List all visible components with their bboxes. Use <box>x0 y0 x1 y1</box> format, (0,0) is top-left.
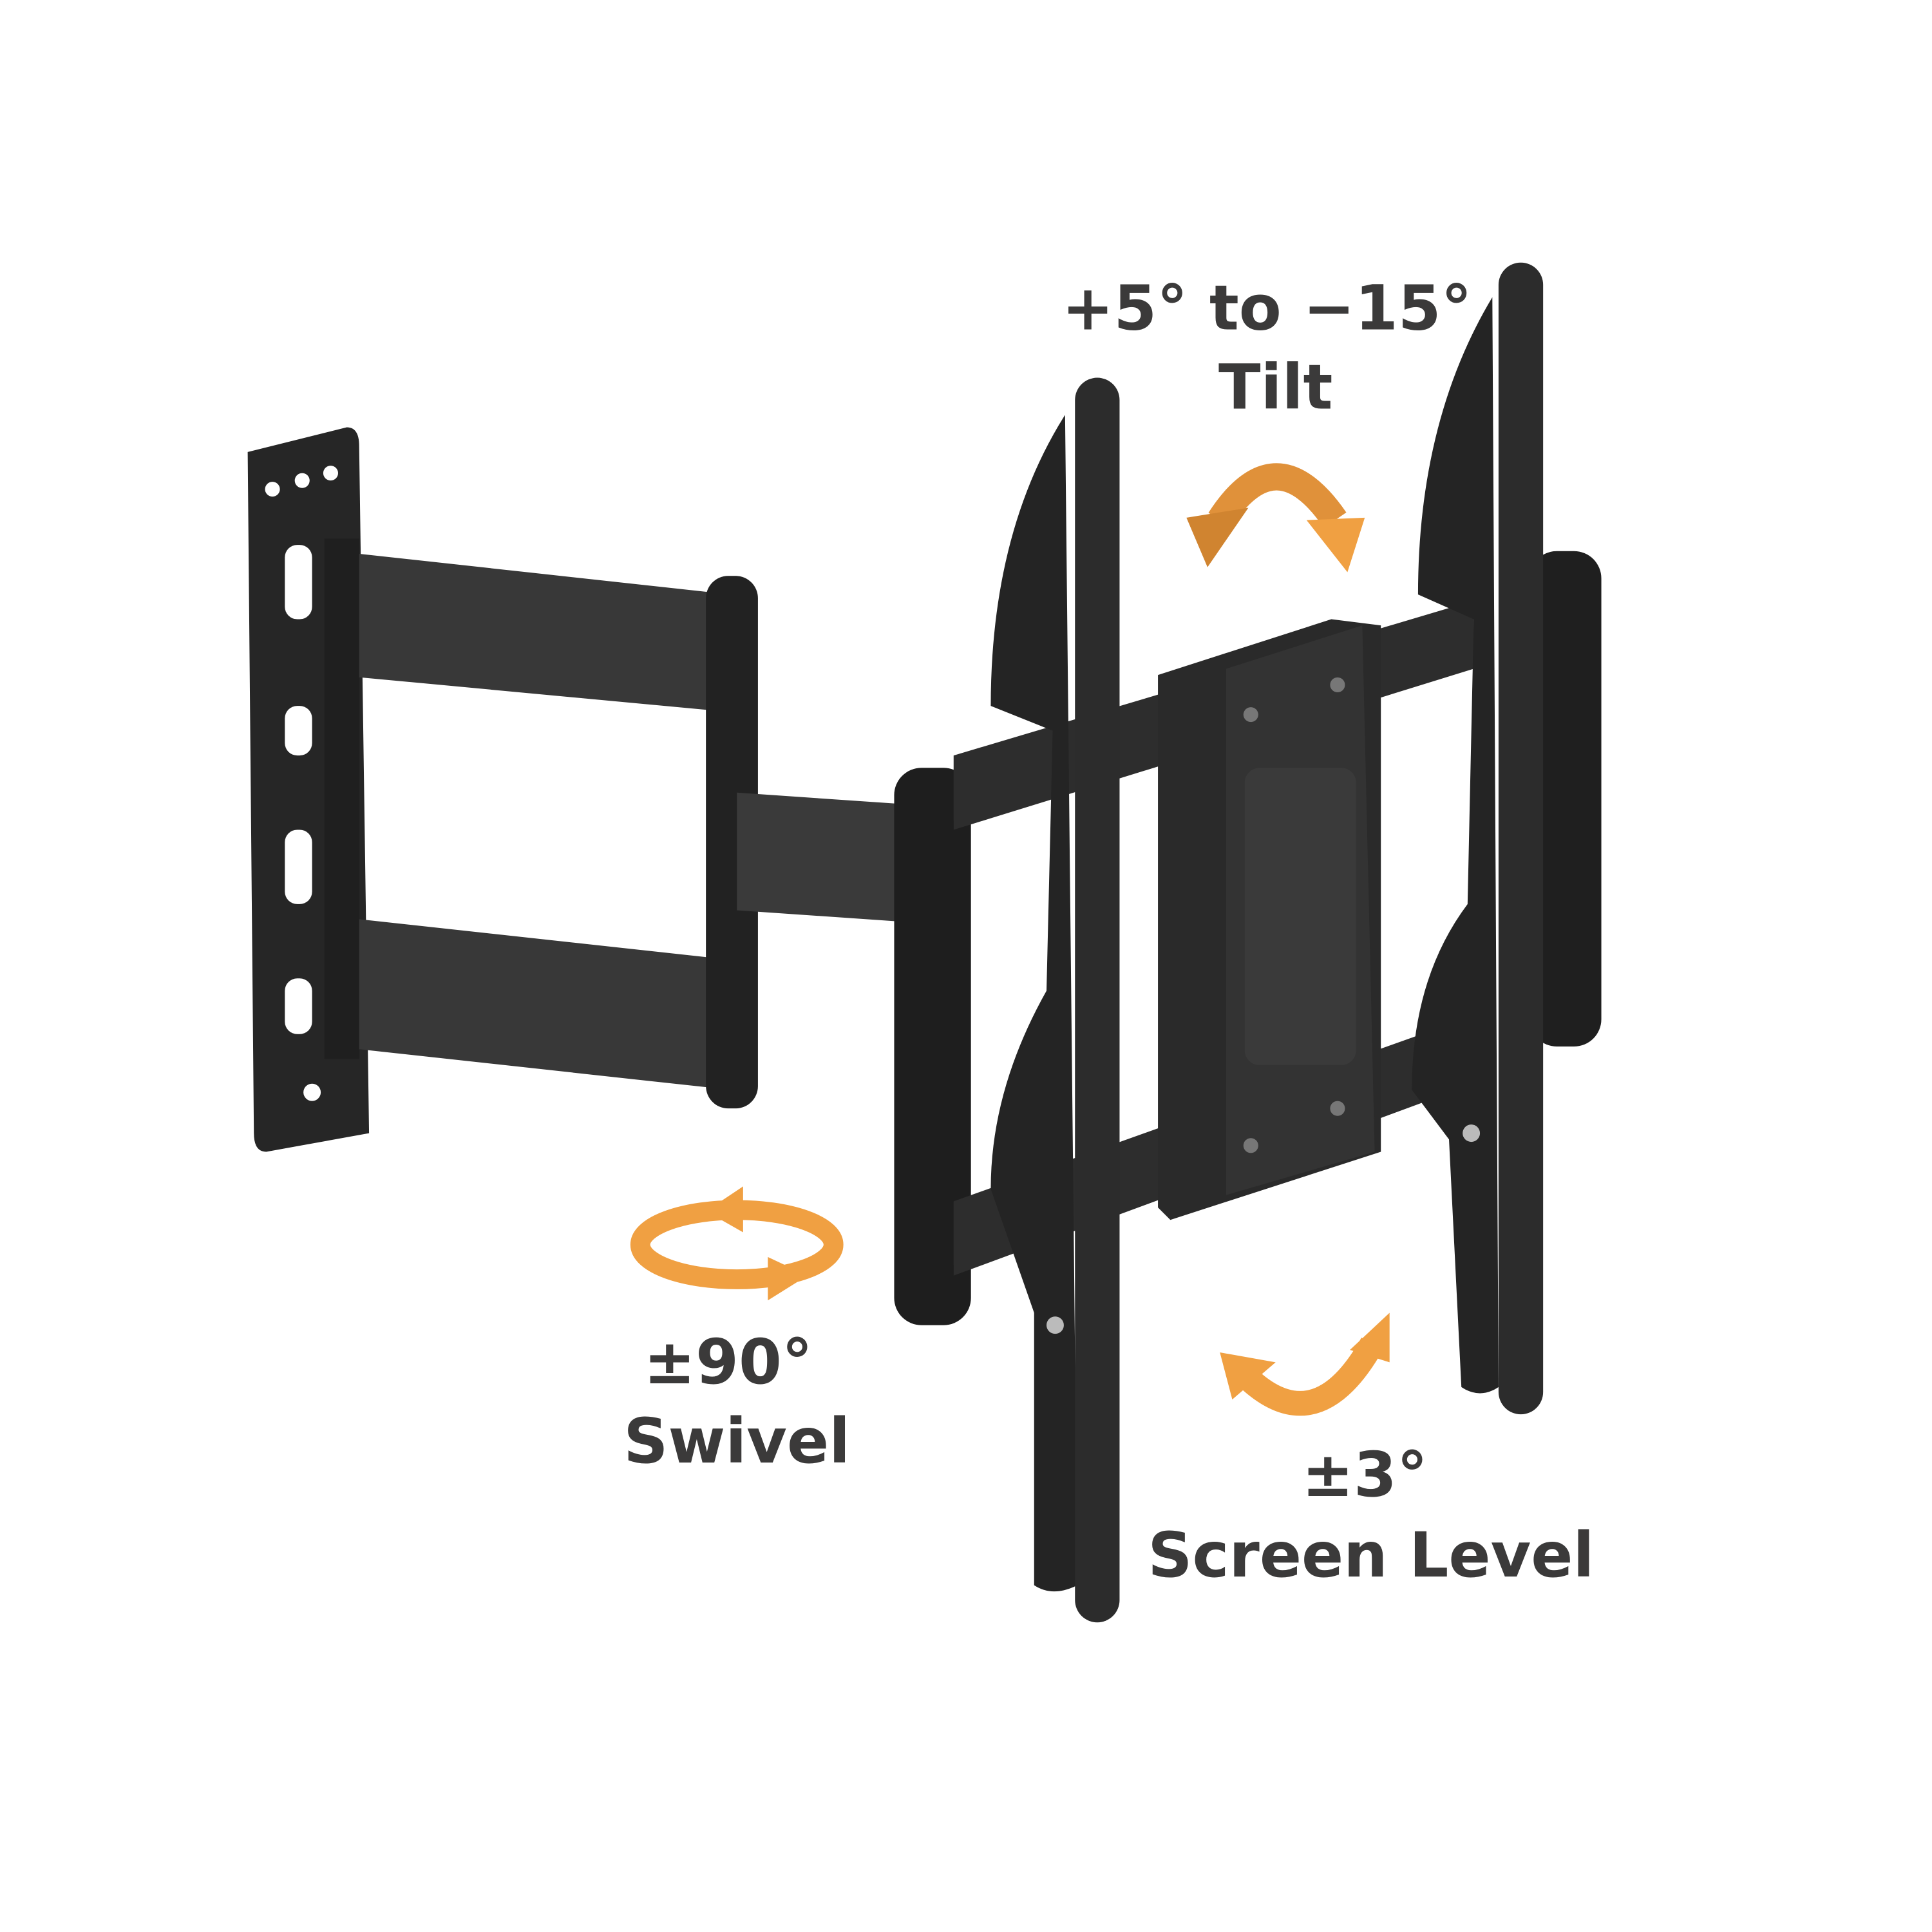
swing-arms <box>324 538 1602 1325</box>
swivel-arrow-icon <box>630 1186 844 1301</box>
level-label: Screen Level <box>1148 1519 1594 1591</box>
tilt-arrow-icon <box>1186 463 1365 573</box>
level-arrow-icon <box>1220 1312 1390 1416</box>
tilt-range-label: +5° to −15° <box>1062 272 1472 345</box>
tv-bracket-right <box>1412 262 1544 1415</box>
swivel-range-label: ±90° <box>644 1326 813 1398</box>
level-range-label: ±3° <box>1302 1439 1428 1511</box>
swivel-label: Swivel <box>623 1405 850 1477</box>
tv-bracket-left <box>990 377 1120 1623</box>
tilt-head <box>1158 619 1381 1220</box>
tilt-label: Tilt <box>1218 352 1332 424</box>
